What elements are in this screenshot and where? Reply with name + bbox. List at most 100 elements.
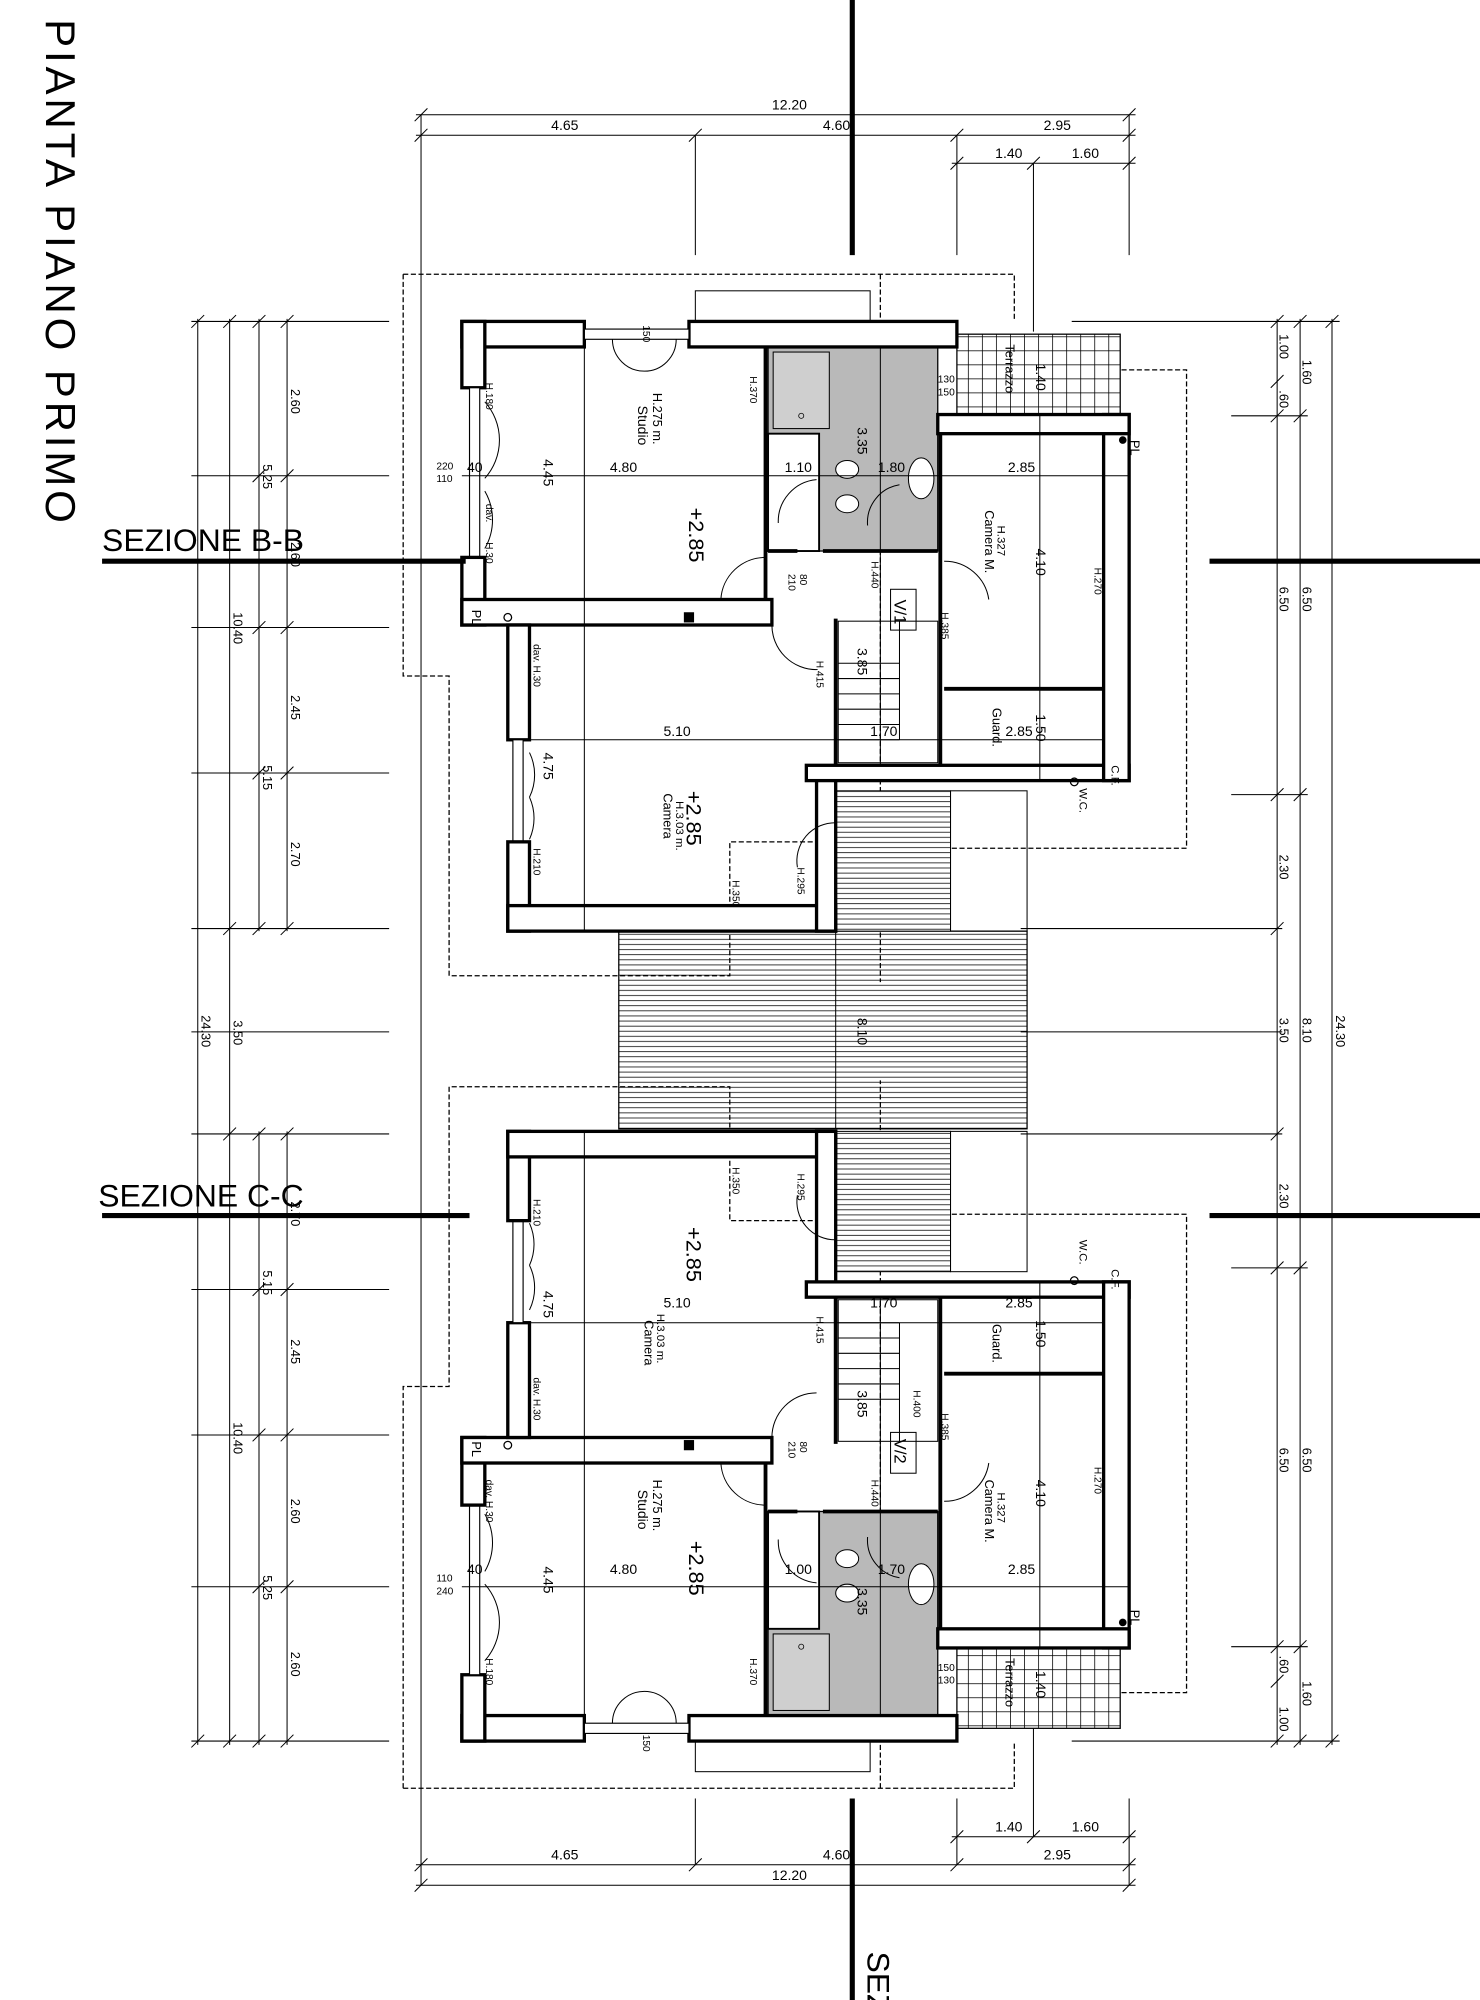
- dim-label: 4.60: [823, 117, 850, 133]
- dim-label: 5.15: [260, 765, 275, 790]
- dim-label: 8.10: [1300, 1018, 1315, 1043]
- dim-label: 5.10: [663, 723, 690, 739]
- section-cc-label: SEZIONE C-C: [98, 1178, 303, 1214]
- height-note: H.210: [530, 848, 541, 876]
- height-note: H.270: [1092, 1467, 1103, 1495]
- level-marker: +2.85: [684, 508, 709, 563]
- height-note: H.440: [868, 561, 879, 589]
- terrace-label: Terrazzo: [1002, 1658, 1017, 1707]
- note: 130: [938, 375, 955, 386]
- pillar-label: PL: [469, 1441, 484, 1457]
- dim-label: 5.25: [260, 1575, 275, 1600]
- flue-label: C.F.: [1108, 1269, 1120, 1289]
- dim-label: 4.10: [1033, 548, 1049, 575]
- dimension-line: [1270, 1674, 1284, 1688]
- dim-label: 2.85: [1008, 1561, 1035, 1577]
- dim-label: 6.50: [1300, 1448, 1315, 1473]
- dim-label: 10.40: [230, 612, 245, 644]
- section-lines: [102, 0, 1480, 2000]
- dim-label: 24.30: [1333, 1015, 1348, 1047]
- dim-label: 10.40: [230, 1422, 245, 1454]
- dim-label: 4.80: [610, 1561, 637, 1577]
- flue-label: C.F.: [1108, 765, 1120, 785]
- dim-label: 2.70: [288, 842, 303, 867]
- window-size: 240: [436, 1586, 453, 1597]
- dim-label: 3.85: [854, 648, 870, 675]
- dim-label: 40: [467, 459, 483, 475]
- stair-label: V/2: [890, 1439, 909, 1464]
- dim-label: 2.85: [1005, 1294, 1032, 1310]
- dim-total-width: 12.20: [772, 1867, 807, 1883]
- height-note: H.385: [939, 1413, 950, 1441]
- dim-label: 6.50: [1277, 587, 1292, 612]
- dim-label: 3.50: [230, 1020, 245, 1045]
- height-note: H.415: [814, 661, 825, 689]
- room-name-studio: Studio: [635, 1490, 651, 1530]
- dim-label: 2.60: [288, 1499, 303, 1524]
- height-note: H.180: [483, 383, 494, 411]
- door-size: 210: [785, 574, 796, 591]
- height-note: H.295: [794, 867, 805, 895]
- dim-label: 5.25: [260, 464, 275, 489]
- room-height: H.3.03 m.: [673, 801, 685, 851]
- note: 130: [938, 1676, 955, 1687]
- window-size: 110: [436, 1574, 453, 1585]
- dim-label: 1.40: [1033, 1671, 1049, 1698]
- dim-label: 2.85: [1005, 723, 1032, 739]
- dim-label: .60: [1277, 390, 1292, 408]
- dim-label: 4.10: [1033, 1480, 1049, 1507]
- room-name-camera-m: Camera M.: [982, 510, 997, 573]
- dim-label: 1.60: [1300, 360, 1315, 385]
- height-note: H.440: [868, 1480, 879, 1508]
- wc-label: W.C.: [1076, 788, 1088, 813]
- terrace-label: Terrazzo: [1002, 344, 1017, 393]
- dim-label: 1.40: [995, 1819, 1022, 1835]
- dim-label: 1.40: [995, 145, 1022, 161]
- dim-label: 3.50: [1277, 1018, 1292, 1043]
- dim-label: 2.30: [1277, 1184, 1292, 1209]
- dim-label: 1.00: [1277, 334, 1292, 359]
- dim-label: 6.50: [1277, 1448, 1292, 1473]
- dim-label: 8.10: [854, 1018, 870, 1045]
- dim-label: 5.15: [260, 1270, 275, 1295]
- central-deck: [618, 930, 1028, 1130]
- drawing-title: PIANTA PIANO PRIMO: [37, 19, 84, 527]
- room-height: H.3.03 m.: [654, 1314, 666, 1364]
- stair-label: V/1: [890, 599, 909, 624]
- dim-label: 1.70: [870, 1294, 897, 1310]
- wc-label: W.C.: [1076, 1240, 1088, 1265]
- dim-label: 2.45: [288, 695, 303, 720]
- note: dav. H.30: [530, 1378, 541, 1421]
- height-note: H.270: [1092, 568, 1103, 596]
- dim-label: 2.95: [1044, 1847, 1071, 1863]
- dim-label: 24.30: [199, 1015, 214, 1047]
- dim-label: 3.35: [854, 1588, 870, 1615]
- dim-label: 1.50: [1033, 1320, 1049, 1347]
- dim-label: 1.00: [1277, 1707, 1292, 1732]
- room-name-camera: Camera: [641, 1320, 656, 1366]
- note: 150: [938, 1663, 955, 1674]
- height-note: H.30: [483, 542, 494, 564]
- dim-label: 1.10: [785, 459, 812, 475]
- door-size: 150: [640, 325, 651, 342]
- dim-label: .60: [1277, 1656, 1292, 1674]
- height-note: H.295: [794, 1173, 805, 1201]
- dim-label: 3.35: [854, 427, 870, 454]
- pillar-label: PL: [469, 610, 484, 626]
- door-size: 210: [785, 1441, 796, 1458]
- dim-label: 1.50: [1033, 714, 1049, 741]
- height-note: H.370: [747, 376, 758, 404]
- dim-label: 4.45: [541, 1566, 557, 1593]
- dim-label: 2.45: [288, 1339, 303, 1364]
- dim-label: 40: [467, 1561, 483, 1577]
- dim-label: 1.00: [785, 1561, 812, 1577]
- height-note: H.350: [729, 880, 740, 908]
- dim-label: 1.70: [870, 723, 897, 739]
- dim-label: 4.60: [823, 1847, 850, 1863]
- dim-label: 1.40: [1033, 364, 1049, 391]
- pillar-label: PL: [1127, 1610, 1142, 1626]
- window-size: 220: [436, 461, 453, 472]
- door-size: 150: [640, 1735, 651, 1752]
- height-note: H.370: [747, 1658, 758, 1686]
